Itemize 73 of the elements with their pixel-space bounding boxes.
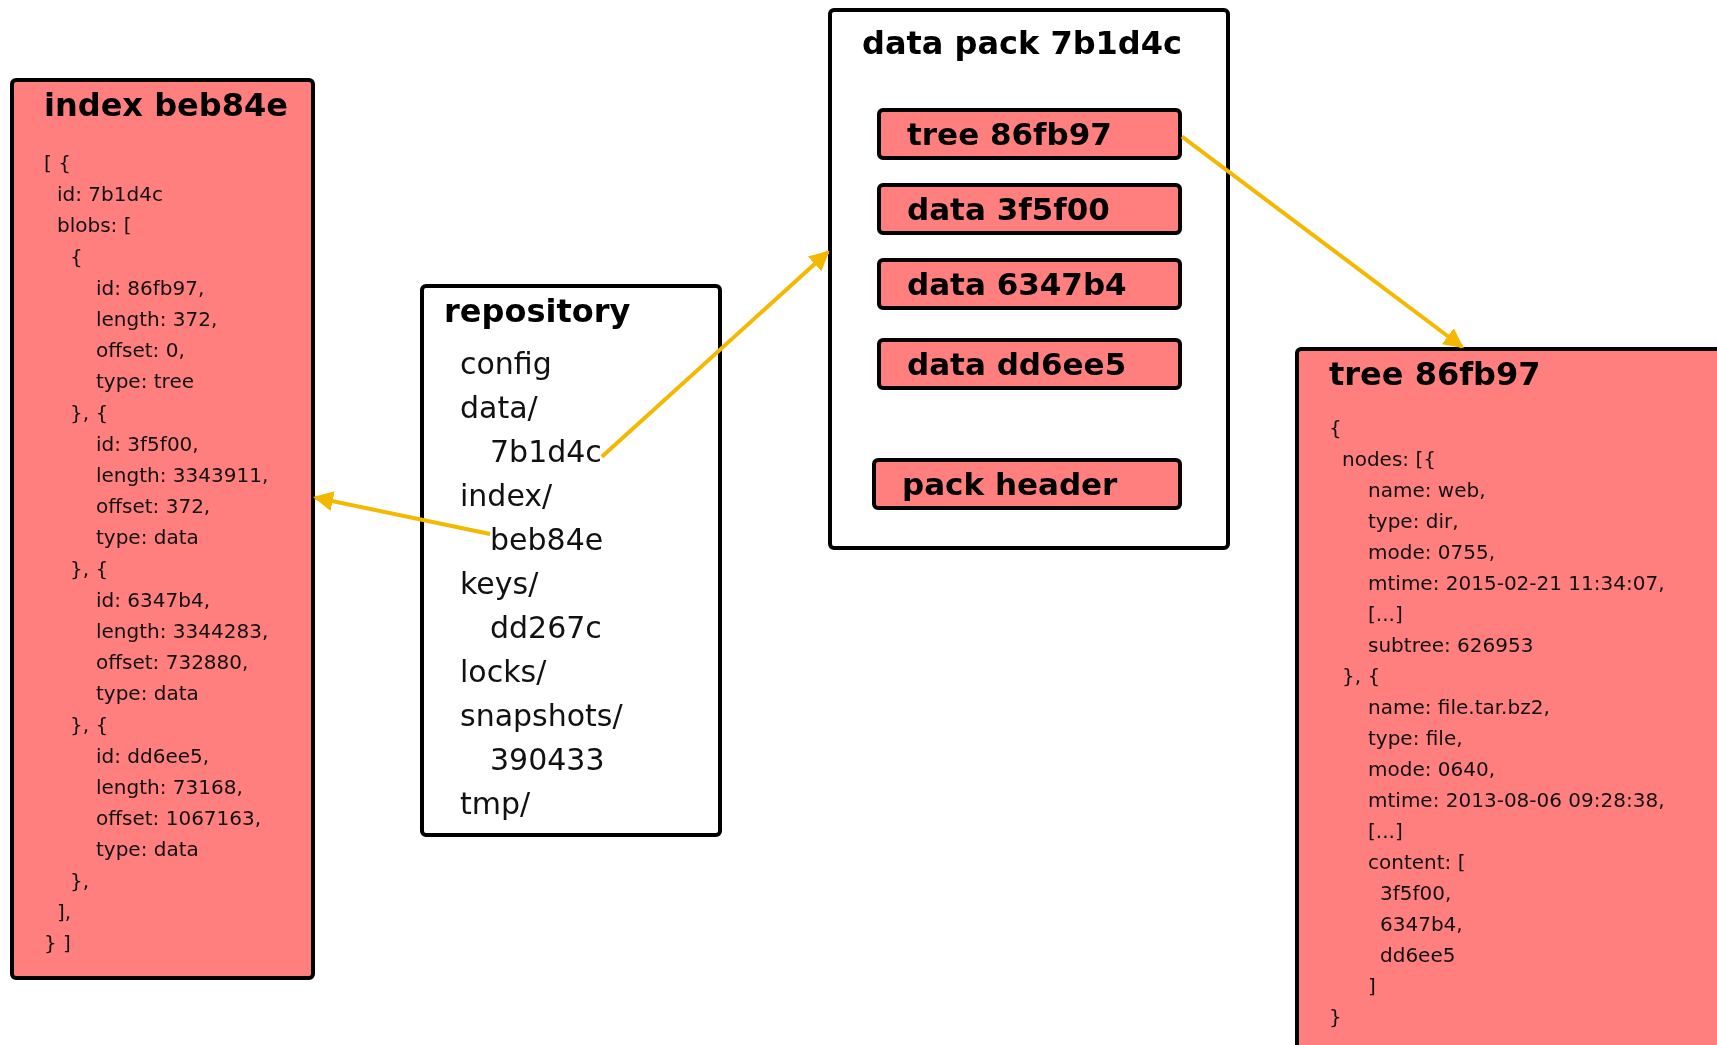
code-line: type: data xyxy=(96,524,199,552)
code-line: } ] xyxy=(44,930,71,957)
arrow xyxy=(313,491,491,536)
code-line: id: dd6ee5, xyxy=(96,742,210,770)
directory-label: dd267c xyxy=(490,609,602,647)
code-line: mode: 0755, xyxy=(1368,539,1496,566)
blob-box: data 3f5f00 xyxy=(877,183,1182,235)
code-line: }, { xyxy=(70,399,109,427)
code-line: offset: 732880, xyxy=(96,649,249,677)
code-line: nodes: [{ xyxy=(1342,446,1436,473)
code-line: }, { xyxy=(70,711,109,739)
code-line: ], xyxy=(57,898,72,926)
code-line: 6347b4, xyxy=(1380,911,1463,938)
code-line: subtree: 626953 xyxy=(1368,632,1534,659)
code-line: name: file.tar.bz2, xyxy=(1368,694,1550,721)
directory-label: tmp/ xyxy=(460,785,531,823)
directory-label: data/ xyxy=(460,389,538,427)
code-line: id: 7b1d4c xyxy=(57,181,163,209)
code-line: length: 372, xyxy=(96,306,218,333)
code-line: dd6ee5 xyxy=(1380,942,1456,969)
code-line: type: data xyxy=(96,680,199,708)
code-line: id: 3f5f00, xyxy=(96,430,199,458)
code-line: blobs: [ xyxy=(57,212,132,240)
code-line: { xyxy=(1329,415,1342,442)
code-line: } xyxy=(1329,1004,1342,1031)
code-line: [...] xyxy=(1368,818,1403,845)
directory-panel xyxy=(420,284,722,837)
code-line: { xyxy=(70,243,83,271)
arrow xyxy=(1180,135,1464,349)
code-line: }, { xyxy=(70,555,109,583)
code-line: 3f5f00, xyxy=(1380,880,1452,907)
code-line: mtime: 2013-08-06 09:28:38, xyxy=(1368,787,1665,814)
arrow xyxy=(600,250,830,459)
code-line: }, { xyxy=(1342,663,1381,690)
panel-title: index beb84e xyxy=(44,86,288,125)
code-line: }, xyxy=(70,867,90,895)
directory-label: index/ xyxy=(460,477,553,515)
code-line: length: 3344283, xyxy=(96,618,269,645)
blob-box: pack header xyxy=(872,458,1182,510)
panel-title: data pack 7b1d4c xyxy=(862,24,1182,63)
code-line: offset: 372, xyxy=(96,493,211,521)
code-line: mode: 0640, xyxy=(1368,756,1496,783)
hash-label: 7b1d4c xyxy=(490,432,602,472)
code-line: name: web, xyxy=(1368,477,1486,504)
panel-title: tree 86fb97 xyxy=(1329,355,1541,394)
code-line: id: 86fb97, xyxy=(96,274,205,302)
blob-box: data 6347b4 xyxy=(877,258,1182,310)
code-line: content: [ xyxy=(1368,849,1466,876)
code-line: type: dir, xyxy=(1368,508,1459,535)
directory-label: locks/ xyxy=(460,653,547,691)
code-line: mtime: 2015-02-21 11:34:07, xyxy=(1368,570,1665,597)
code-line: type: tree xyxy=(96,368,194,396)
directory-label: snapshots/ xyxy=(460,697,623,735)
code-line: [...] xyxy=(1368,601,1403,628)
panel-title: repository xyxy=(444,292,631,331)
pack-container xyxy=(828,8,1230,550)
code-line: id: 6347b4, xyxy=(96,586,211,614)
code-line: type: file, xyxy=(1368,725,1463,752)
code-line: type: data xyxy=(96,836,199,864)
code-line: offset: 1067163, xyxy=(96,805,262,833)
object-panel xyxy=(1295,347,1717,1045)
code-line: offset: 0, xyxy=(96,337,185,365)
blob-box: tree 86fb97 xyxy=(877,108,1182,160)
directory-label: config xyxy=(460,345,552,383)
code-line: length: 3343911, xyxy=(96,462,269,489)
directory-label: keys/ xyxy=(460,565,539,603)
blob-box: data dd6ee5 xyxy=(877,338,1182,390)
hash-label: beb84e xyxy=(490,520,604,560)
code-line: length: 73168, xyxy=(96,774,243,801)
code-line: [ { xyxy=(44,150,71,177)
code-line: ] xyxy=(1368,973,1376,1000)
object-panel xyxy=(10,78,315,980)
directory-label: 390433 xyxy=(490,741,605,779)
